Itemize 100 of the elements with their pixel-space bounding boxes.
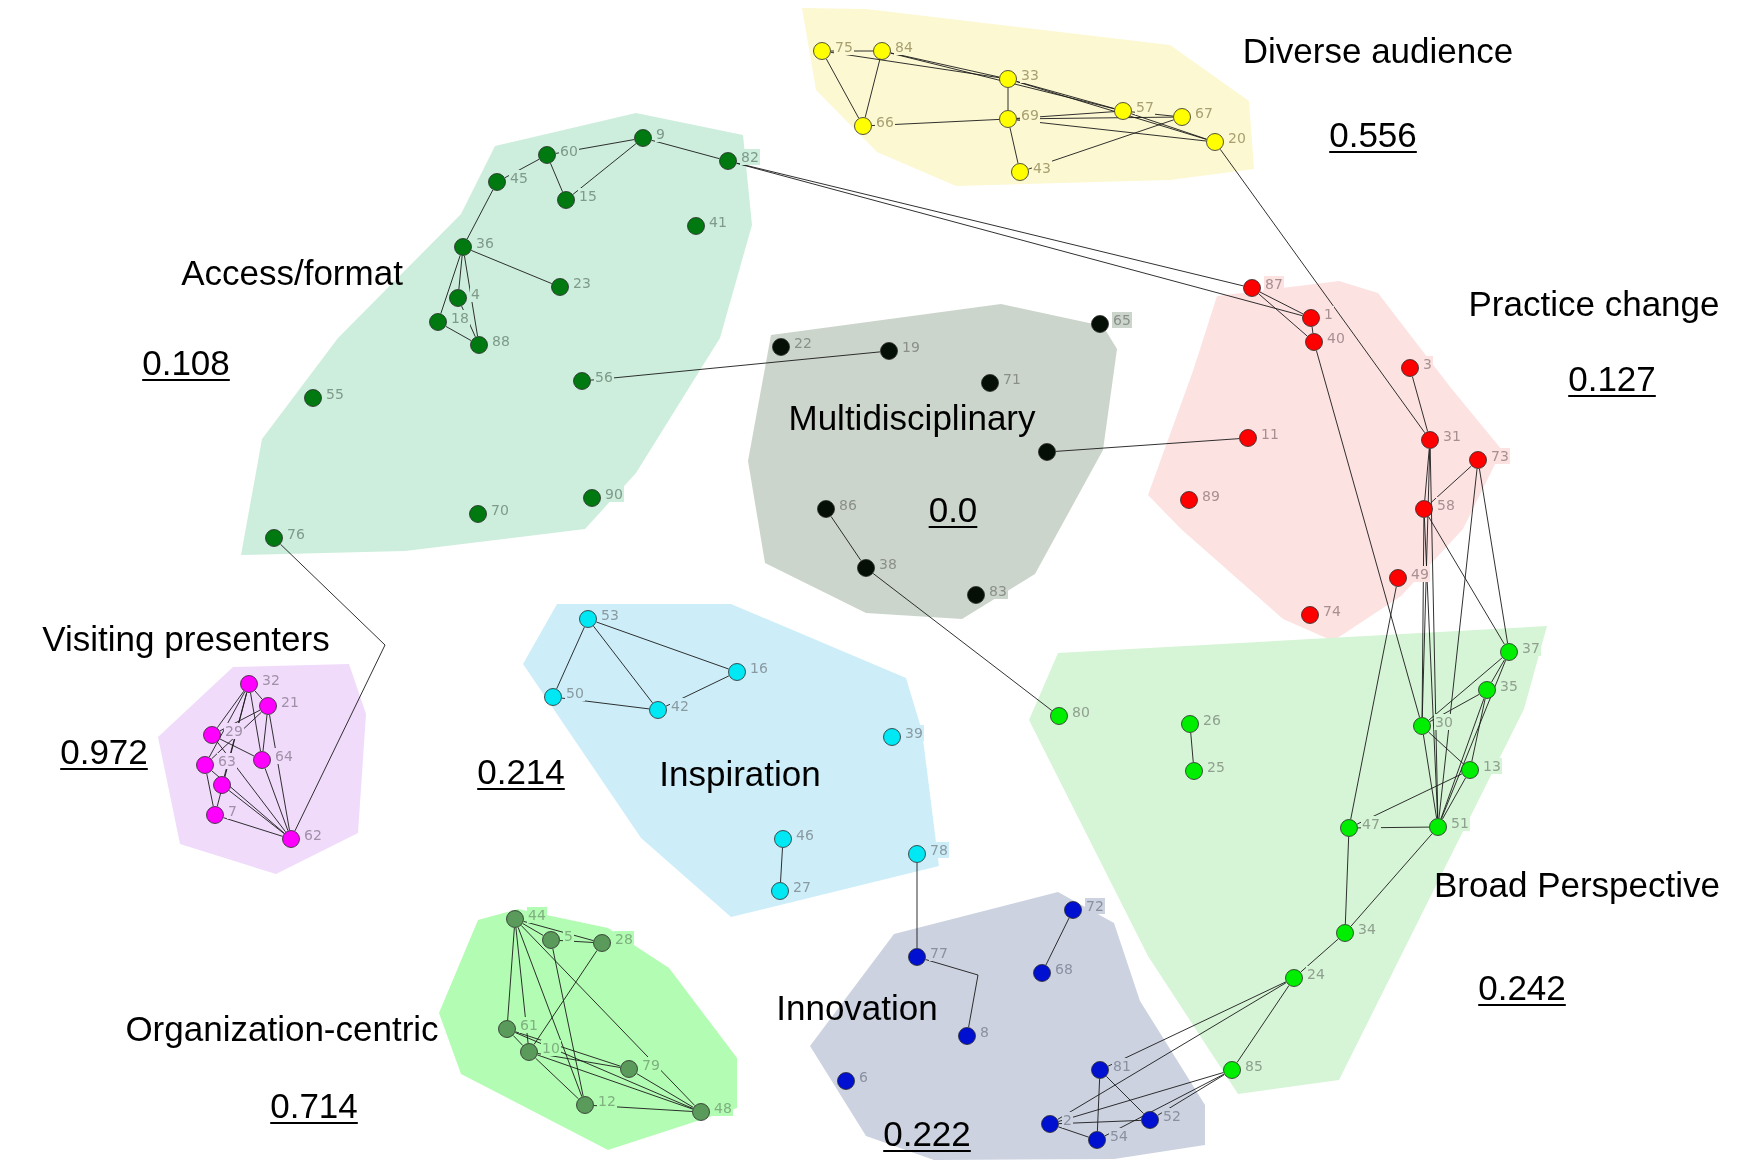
network-edge — [1311, 326, 1314, 334]
network-edge — [1131, 113, 1207, 140]
vertex-number: 35 — [1499, 678, 1519, 694]
vertex-number: 90 — [604, 486, 624, 502]
network-edge — [1423, 517, 1439, 819]
network-edge — [1356, 773, 1463, 825]
network-edge — [1016, 119, 1207, 142]
vertex-number: 27 — [792, 879, 812, 895]
vertex-number: 20 — [1227, 130, 1247, 146]
vertex-number: 5 — [563, 928, 574, 944]
vertex-number: 80 — [1071, 704, 1091, 720]
network-edge — [440, 255, 461, 314]
network-edge — [535, 1057, 579, 1100]
vertex-number: 76 — [286, 526, 306, 542]
network-edge — [1105, 1075, 1145, 1115]
vertex-number: 15 — [578, 188, 598, 204]
cluster-name: Practice change — [1468, 284, 1720, 324]
network-edge — [1430, 465, 1472, 504]
vertex-number: 2 — [1062, 1112, 1073, 1128]
network-edge — [1258, 293, 1308, 337]
network-edge — [1357, 826, 1430, 829]
network-edge — [1471, 698, 1486, 762]
vertex-number: 56 — [594, 369, 614, 385]
network-edge — [1316, 350, 1420, 718]
vertex-number: 67 — [1194, 105, 1214, 121]
network-edge — [1424, 448, 1430, 501]
network-edge — [1016, 81, 1207, 140]
network-edge — [1440, 659, 1507, 820]
vertex-number: 1 — [1323, 306, 1334, 322]
network-edge — [1259, 291, 1304, 315]
network-edge — [512, 1035, 524, 1046]
modularity-score: 0.972 — [60, 732, 148, 772]
network-edge — [590, 351, 881, 381]
vertex-number: 9 — [655, 126, 666, 142]
vertex-number: 51 — [1450, 815, 1470, 831]
vertex-number: 26 — [1202, 712, 1222, 728]
network-edge — [517, 926, 583, 1098]
network-edge — [1157, 1074, 1225, 1116]
network-edge — [1350, 833, 1433, 927]
vertex-number: 13 — [1482, 758, 1502, 774]
network-edge — [1009, 127, 1019, 164]
network-edge — [1479, 468, 1508, 644]
network-edge — [507, 927, 515, 1021]
vertex-number: 30 — [1434, 714, 1454, 730]
network-edge — [1219, 148, 1426, 434]
vertex-number: 36 — [475, 235, 495, 251]
modularity-score: 0.714 — [270, 1086, 358, 1126]
vertex-number: 55 — [325, 386, 345, 402]
vertex-number: 52 — [1162, 1108, 1182, 1124]
network-edge — [520, 925, 696, 1106]
vertex-number: 34 — [1357, 921, 1377, 937]
network-edge — [593, 1105, 693, 1112]
network-edge — [1429, 693, 1480, 723]
network-edge — [925, 959, 979, 1028]
network-edge — [533, 950, 598, 1045]
vertex-number: 74 — [1322, 603, 1342, 619]
vertex-number: 83 — [988, 583, 1008, 599]
network-edge — [1190, 732, 1194, 763]
network-edge — [1350, 586, 1397, 820]
vertex-number: 85 — [1244, 1058, 1264, 1074]
network-edge — [458, 255, 463, 290]
vertex-number: 81 — [1112, 1058, 1132, 1074]
vertex-number: 22 — [793, 335, 813, 351]
network-edge — [1096, 1078, 1101, 1132]
network-edge — [250, 692, 261, 752]
network-edge — [1300, 938, 1339, 973]
vertex-number: 49 — [1410, 566, 1430, 582]
vertex-number: 58 — [1436, 497, 1456, 513]
network-edge — [780, 847, 783, 883]
network-edge — [871, 119, 1000, 126]
network-edge — [1007, 87, 1009, 111]
network-edge — [254, 690, 263, 700]
network-edge — [1028, 119, 1174, 170]
vertex-number: 65 — [1112, 312, 1132, 328]
cluster-name: Access/format — [181, 253, 403, 293]
network-edge — [537, 1054, 693, 1110]
network-edge — [223, 817, 283, 837]
vertex-number: 79 — [641, 1057, 661, 1073]
network-edge — [572, 143, 637, 195]
network-edge — [211, 770, 285, 834]
vertex-number: 47 — [1361, 816, 1381, 832]
cluster-name: Organization-centric — [125, 1009, 439, 1049]
network-edge — [264, 768, 289, 831]
network-edge — [223, 692, 248, 777]
network-edge — [515, 927, 529, 1044]
network-edge — [1428, 731, 1464, 765]
vertex-number: 78 — [929, 842, 949, 858]
network-edge — [596, 621, 729, 670]
network-edge — [1104, 1073, 1225, 1137]
network-edge — [219, 738, 255, 757]
cluster-name: Visiting presenters — [42, 619, 330, 659]
modularity-score: 0.222 — [883, 1114, 971, 1154]
network-edge — [522, 923, 544, 936]
vertex-number: 53 — [600, 607, 620, 623]
vertex-number: 60 — [559, 143, 579, 159]
vertex-number: 75 — [834, 39, 854, 55]
network-edge — [514, 1032, 694, 1109]
vertex-number: 66 — [875, 114, 895, 130]
cluster-name: Diverse audience — [1242, 31, 1514, 71]
network-edge — [1428, 657, 1503, 721]
